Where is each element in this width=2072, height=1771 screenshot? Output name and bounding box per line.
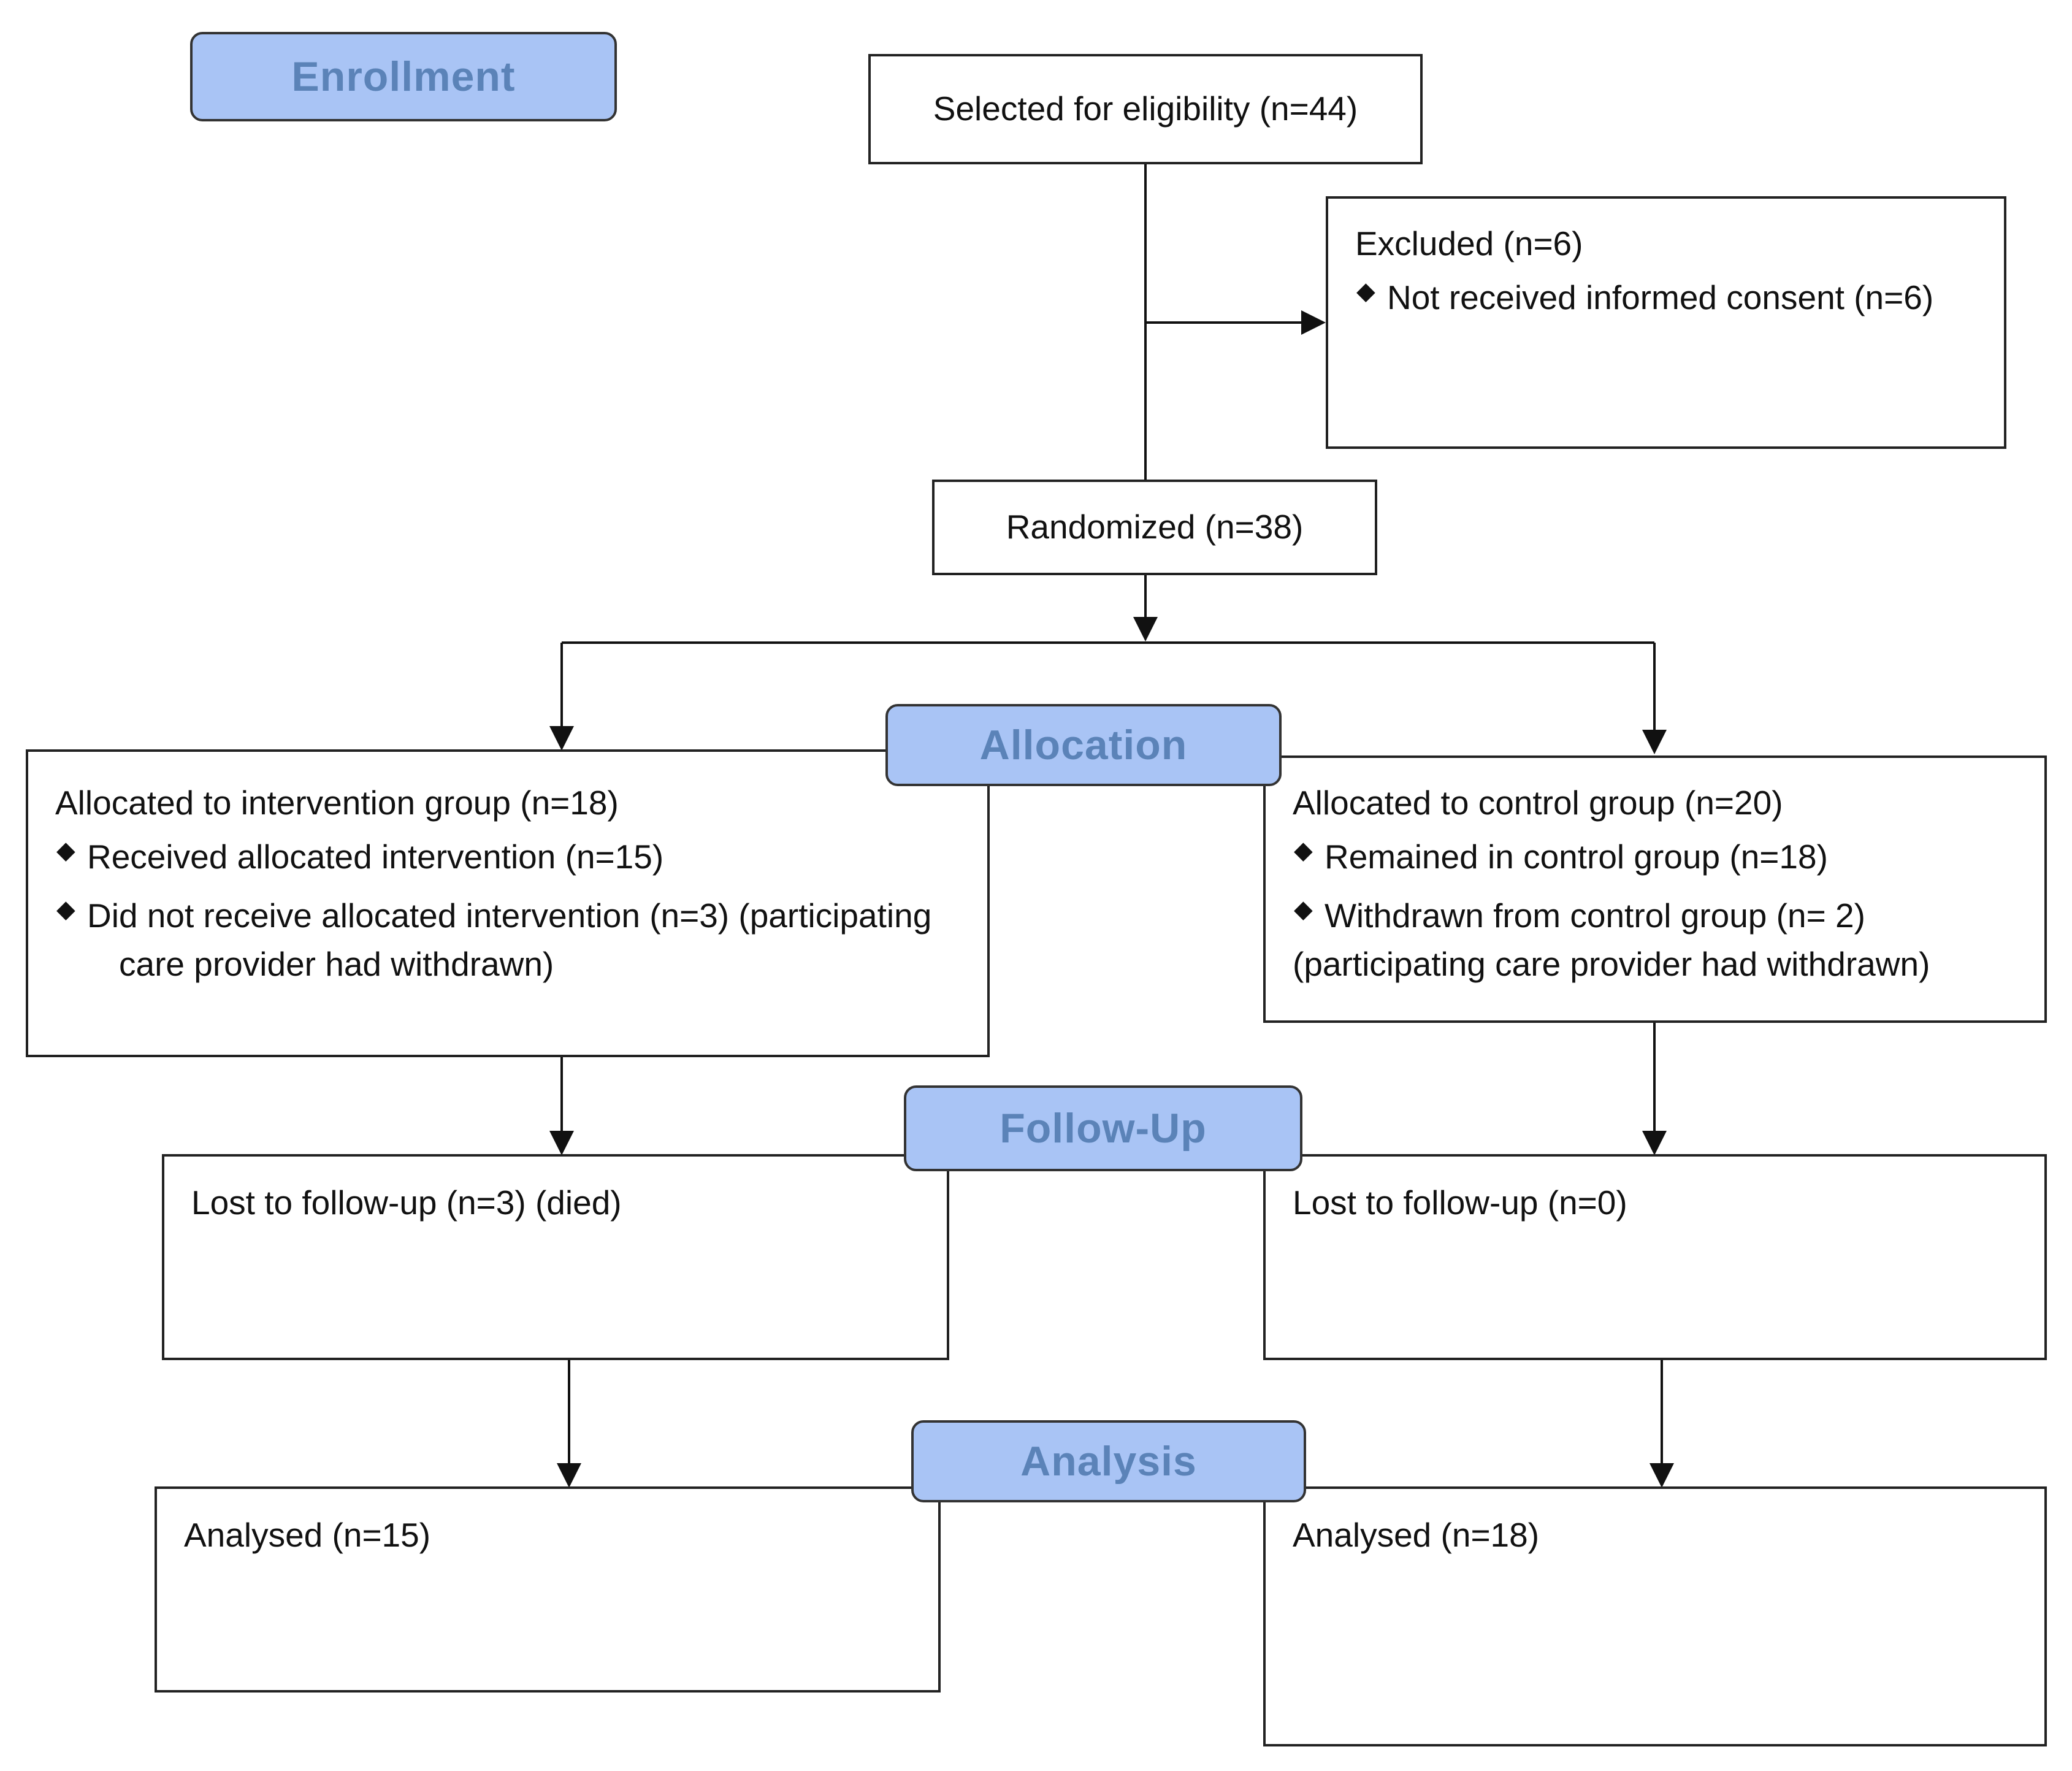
stage-follow-up-label: Follow-Up xyxy=(1000,1105,1207,1152)
control-analysis-box: Analysed (n=18) xyxy=(1263,1486,2047,1746)
bullet-icon: ◆ xyxy=(56,895,75,923)
stage-analysis-label: Analysis xyxy=(1020,1438,1197,1485)
intervention-followup-text: Lost to follow-up (n=3) (died) xyxy=(191,1184,622,1222)
stage-follow-up: Follow-Up xyxy=(904,1085,1302,1171)
randomized-text: Randomized (n=38) xyxy=(1006,508,1304,546)
intervention-allocation-title: Allocated to intervention group (n=18) xyxy=(55,784,619,822)
intervention-analysis-text: Analysed (n=15) xyxy=(184,1516,431,1554)
intervention-followup-box: Lost to follow-up (n=3) (died) xyxy=(162,1154,949,1360)
bullet-icon: ◆ xyxy=(56,836,75,864)
intervention-allocation-box: Allocated to intervention group (n=18) ◆… xyxy=(26,749,990,1057)
bullet-icon: ◆ xyxy=(1294,895,1313,923)
control-allocation-title: Allocated to control group (n=20) xyxy=(1293,784,1783,822)
excluded-box: Excluded (n=6) ◆ Not received informed c… xyxy=(1326,196,2006,449)
bullet-icon: ◆ xyxy=(1356,277,1375,305)
control-allocation-item: ◆ Remained in control group (n=18) xyxy=(1293,833,2017,882)
stage-enrollment: Enrollment xyxy=(190,32,617,121)
excluded-title: Excluded (n=6) xyxy=(1355,224,1583,262)
excluded-item: ◆ Not received informed consent (n=6) xyxy=(1355,273,1977,323)
control-allocation-list: ◆ Remained in control group (n=18) ◆ Wit… xyxy=(1293,833,2017,941)
randomized-box: Randomized (n=38) xyxy=(932,480,1377,575)
eligibility-text: Selected for eligibility (n=44) xyxy=(933,90,1358,128)
control-analysis-text: Analysed (n=18) xyxy=(1293,1516,1540,1554)
eligibility-box: Selected for eligibility (n=44) xyxy=(868,54,1423,164)
control-allocation-item: ◆ Withdrawn from control group (n= 2) xyxy=(1293,892,2017,941)
stage-analysis: Analysis xyxy=(911,1420,1306,1502)
stage-allocation: Allocation xyxy=(885,704,1282,786)
control-allocation-continuation: (participating care provider had withdra… xyxy=(1293,945,1930,984)
intervention-analysis-box: Analysed (n=15) xyxy=(155,1486,941,1693)
excluded-list: ◆ Not received informed consent (n=6) xyxy=(1355,273,1977,323)
bullet-icon: ◆ xyxy=(1294,836,1313,864)
intervention-allocation-continuation: care provider had withdrawn) xyxy=(119,945,554,984)
control-followup-text: Lost to follow-up (n=0) xyxy=(1293,1184,1627,1222)
stage-enrollment-label: Enrollment xyxy=(291,53,516,100)
intervention-allocation-list: ◆ Received allocated intervention (n=15)… xyxy=(55,833,960,989)
control-allocation-box: Allocated to control group (n=20) ◆ Rema… xyxy=(1263,755,2047,1023)
intervention-allocation-item: ◆ Received allocated intervention (n=15) xyxy=(55,833,960,882)
intervention-allocation-item: ◆ Did not receive allocated intervention… xyxy=(55,892,960,990)
control-followup-box: Lost to follow-up (n=0) xyxy=(1263,1154,2047,1360)
stage-allocation-label: Allocation xyxy=(979,722,1188,768)
